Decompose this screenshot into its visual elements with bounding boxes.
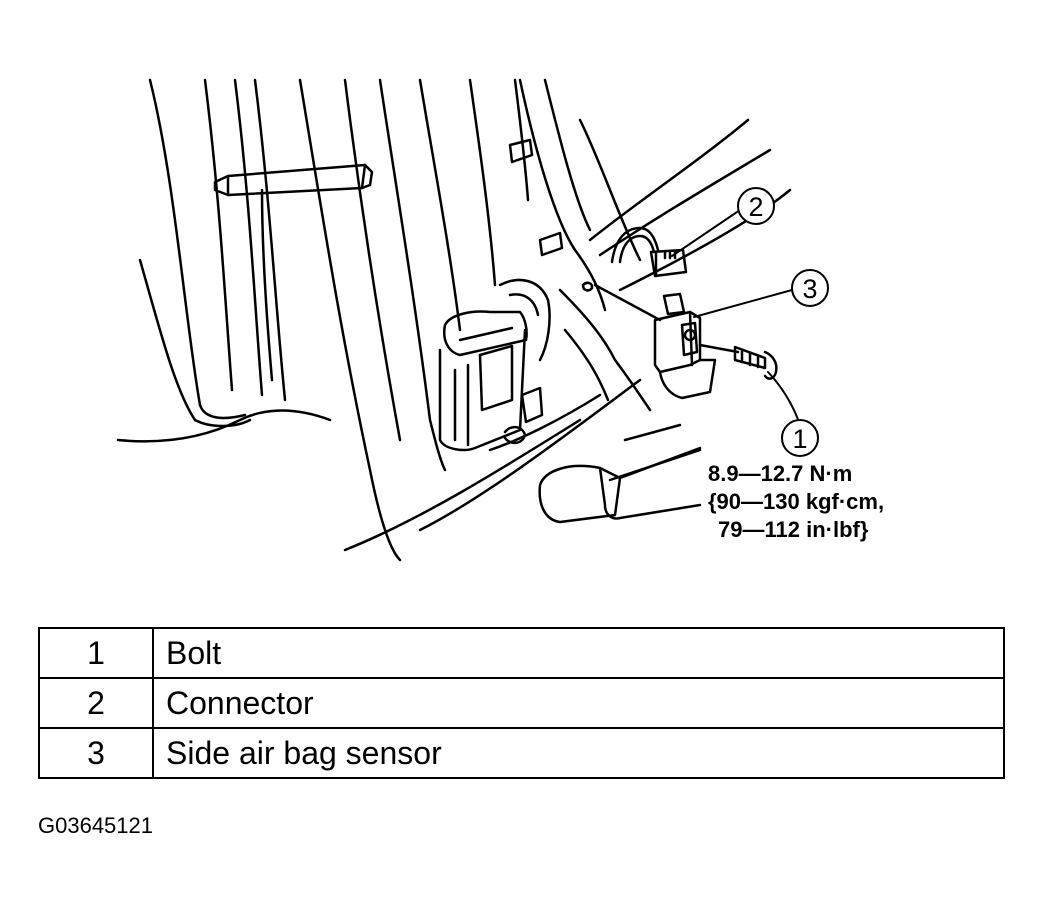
torque-spec-line-2: {90—130 kgf·cm, [708, 489, 885, 514]
callout-1: 1 [781, 419, 819, 457]
torque-spec-line-1: 8.9—12.7 N·m [708, 461, 853, 486]
callout-2: 2 [737, 187, 775, 225]
legend-number: 3 [38, 727, 154, 779]
legend-description: Side air bag sensor [152, 727, 1005, 779]
pillar-and-belt-drawing [298, 78, 602, 562]
figure-id: G03645121 [38, 813, 153, 838]
legend-number: 2 [38, 677, 154, 729]
legend-description: Bolt [152, 627, 1005, 679]
seat-back-drawing [116, 78, 374, 443]
seat-rail-drawing [538, 423, 702, 524]
door-trim-drawing [343, 78, 792, 552]
table-row: 3 Side air bag sensor [38, 727, 1005, 779]
parts-legend-table: 1 Bolt 2 Connector 3 Side air bag sensor [38, 627, 1005, 779]
table-row: 1 Bolt [38, 627, 1005, 679]
side-air-bag-sensor-illustration: 2 3 1 [116, 78, 829, 562]
torque-spec: 8.9—12.7 N·m {90—130 kgf·cm, 79—112 in·l… [708, 460, 884, 544]
legend-description: Connector [152, 677, 1005, 729]
torque-spec-line-3: 79—112 in·lbf} [718, 517, 869, 542]
callout-1-label: 1 [792, 424, 807, 454]
callout-3-label: 3 [802, 274, 817, 304]
legend-number: 1 [38, 627, 154, 679]
callout-2-label: 2 [748, 192, 763, 222]
callout-3: 3 [791, 269, 829, 307]
sensor-assembly-drawing [593, 226, 778, 400]
table-row: 2 Connector [38, 677, 1005, 729]
